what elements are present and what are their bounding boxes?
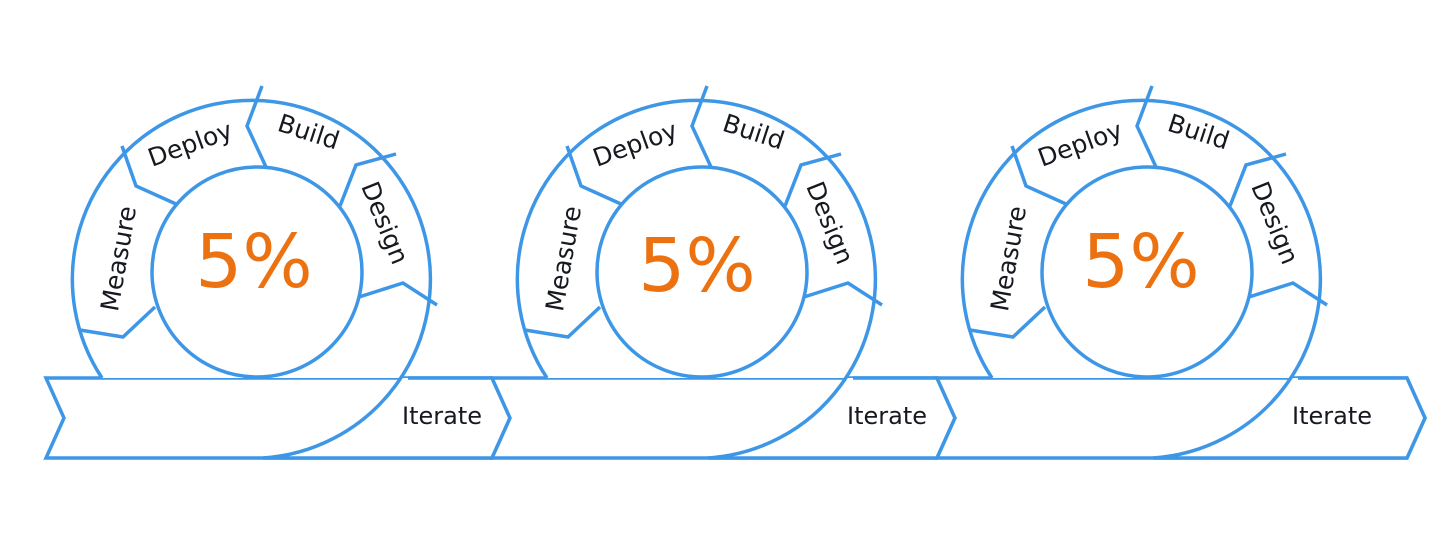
cycle-1-hub — [150, 165, 364, 379]
cycle-3-iterate-label: Iterate — [1292, 402, 1372, 430]
cycle-2-iterate-label: Iterate — [847, 402, 927, 430]
cycle-2-percent: 5% — [638, 223, 755, 309]
cycle-3-hub — [1040, 165, 1254, 379]
cycle-3-divider-design-end — [1248, 281, 1328, 307]
cycle-1-divider-deploy-build — [245, 85, 268, 168]
cycle-3-percent: 5% — [1082, 219, 1199, 305]
cycle-2-hub — [595, 165, 809, 379]
cycle-2-divider-build-design — [783, 152, 842, 207]
cycle-1: Deploy Build Design Measure 5% Iterate — [43, 85, 512, 460]
cycle-2-divider-measure-deploy — [565, 145, 622, 206]
cycle-2: Deploy Build Design Measure 5% Iterate — [489, 85, 957, 460]
cycle-2-divider-design-end — [803, 281, 883, 307]
cycle-3: Deploy Build Design Measure 5% Iterate — [934, 85, 1427, 460]
cycle-1-divider-measure-start — [79, 305, 157, 339]
cycle-3-divider-measure-deploy — [1010, 145, 1067, 206]
cycle-3-divider-build-design — [1228, 152, 1287, 207]
cycle-1-divider-build-design — [338, 152, 397, 207]
cycle-1-divider-design-end — [358, 281, 438, 307]
cycle-2-divider-measure-start — [524, 305, 602, 339]
cycle-1-percent: 5% — [195, 219, 312, 305]
cycle-3-divider-measure-start — [969, 305, 1047, 339]
cycle-2-divider-deploy-build — [690, 85, 713, 168]
cycle-3-divider-deploy-build — [1135, 85, 1158, 168]
cycle-1-divider-measure-deploy — [120, 145, 177, 206]
cycle-1-iterate-label: Iterate — [402, 402, 482, 430]
